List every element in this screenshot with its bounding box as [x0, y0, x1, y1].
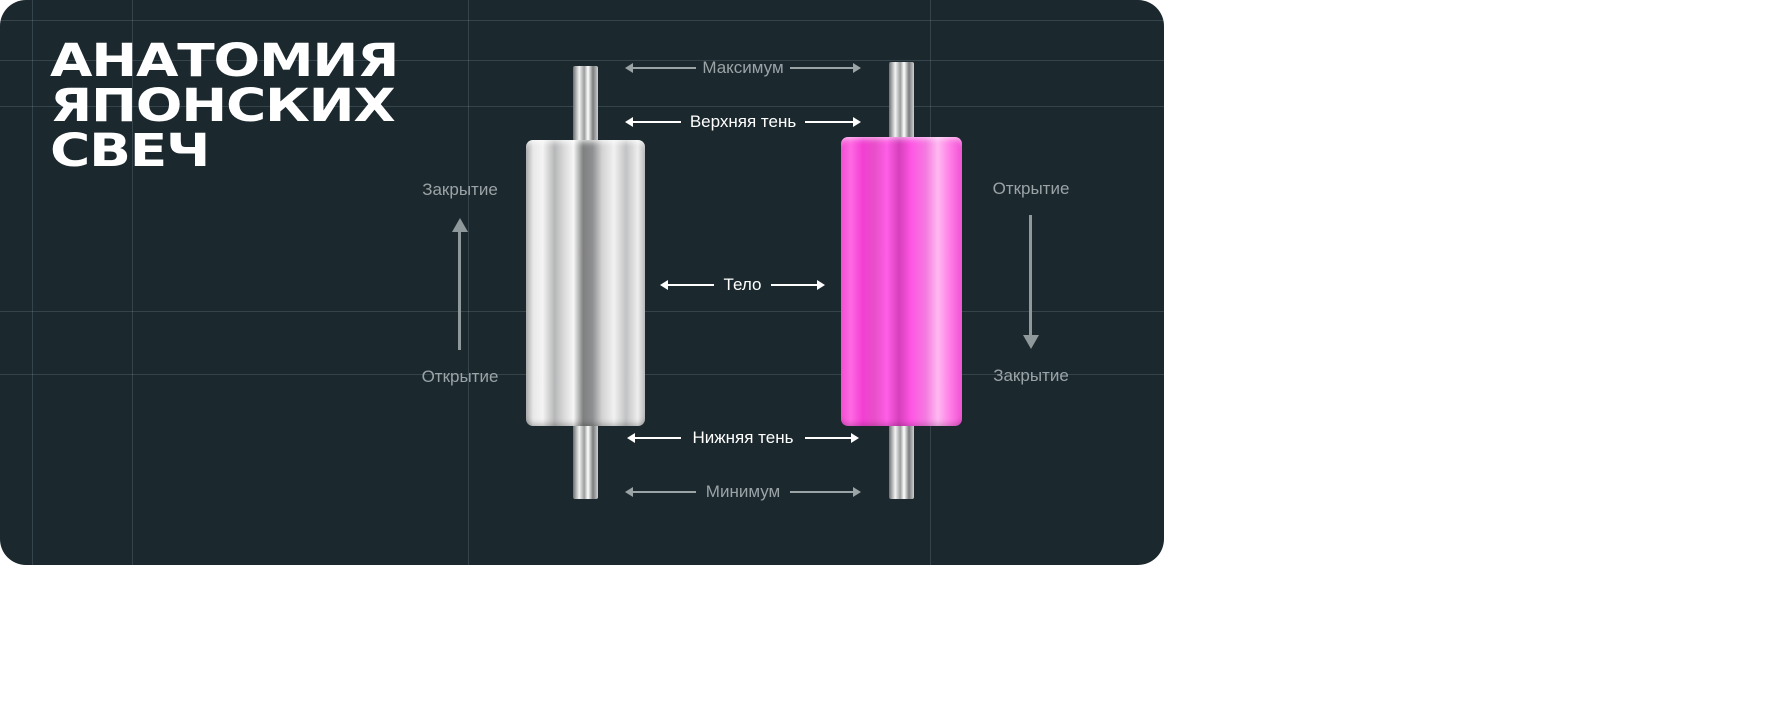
- bearish-direction-arrowhead: [1023, 335, 1039, 349]
- minimum-arrow: [625, 487, 861, 497]
- bullish-direction-arrowhead: [452, 218, 468, 232]
- grid-line: [468, 0, 469, 565]
- maximum-label: Максимум: [702, 58, 784, 77]
- lower-shadow-label: Нижняя тень: [692, 428, 794, 447]
- bearish-close-label: Закрытие: [993, 366, 1069, 385]
- diagram-card: АНАТОМИЯ ЯПОНСКИХ СВЕЧ Максимум Верхняя …: [0, 0, 1164, 565]
- bearish-lower-wick: [889, 424, 914, 499]
- grid-line: [0, 20, 1164, 21]
- grid-line: [132, 0, 133, 565]
- bearish-direction-arrow: [1029, 215, 1032, 337]
- bullish-lower-wick: [573, 424, 598, 499]
- page-title: АНАТОМИЯ ЯПОНСКИХ СВЕЧ: [50, 34, 399, 177]
- lower-shadow-arrow: [627, 433, 859, 443]
- maximum-arrow: [625, 63, 861, 73]
- bullish-open-label: Открытие: [421, 367, 499, 386]
- upper-shadow-label: Верхняя тень: [689, 112, 797, 131]
- bearish-open-label: Открытие: [992, 179, 1070, 198]
- upper-shadow-arrow: [625, 117, 861, 127]
- bearish-upper-wick: [889, 62, 914, 140]
- bullish-direction-arrow: [458, 230, 461, 350]
- grid-line: [0, 60, 1164, 61]
- bullish-upper-wick: [573, 66, 598, 141]
- bearish-candle-body: [841, 137, 962, 426]
- bullish-close-label: Закрытие: [422, 180, 498, 199]
- grid-line: [32, 0, 33, 565]
- minimum-label: Минимум: [705, 482, 781, 501]
- body-arrow: [660, 280, 825, 290]
- bullish-candle-body: [526, 140, 645, 426]
- body-label: Тело: [723, 275, 762, 294]
